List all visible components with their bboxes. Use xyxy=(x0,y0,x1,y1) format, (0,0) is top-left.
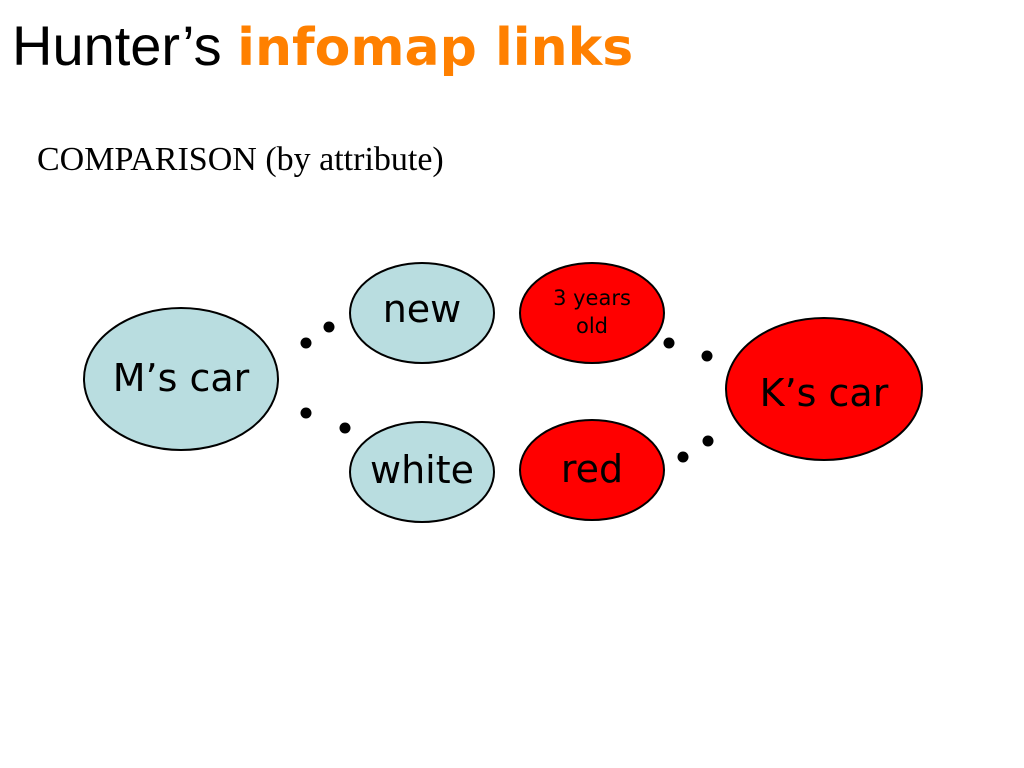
node-k-car-label: K’s car xyxy=(760,371,889,415)
node-m-car-label: M’s car xyxy=(113,356,250,400)
node-white: white xyxy=(349,421,495,523)
link-dot xyxy=(663,337,675,349)
node-three-years-old-shape xyxy=(519,262,665,364)
node-new-label: new xyxy=(383,287,462,331)
node-k-car: K’s car xyxy=(725,317,923,461)
node-three-years-old-label-line1: 3 years xyxy=(553,286,631,310)
link-dot xyxy=(702,435,714,447)
link-red-k-car xyxy=(677,435,714,463)
node-red-shape xyxy=(519,419,665,521)
node-m-car-shape xyxy=(83,307,279,451)
link-m-car-new xyxy=(300,321,335,349)
node-three-years-old-label-line2: old xyxy=(576,314,608,338)
slide-title: Hunter’s infomap links xyxy=(12,14,633,80)
link-dot xyxy=(339,422,351,434)
title-plain: Hunter’s xyxy=(12,14,222,77)
node-white-shape xyxy=(349,421,495,523)
node-red: red xyxy=(519,419,665,521)
node-m-car: M’s car xyxy=(83,307,279,451)
node-white-label: white xyxy=(370,448,474,492)
node-new: new xyxy=(349,262,495,364)
node-three-years-old: 3 years old xyxy=(519,262,665,364)
node-red-label: red xyxy=(561,447,623,491)
link-dot xyxy=(323,321,335,333)
link-three-years-old-k-car xyxy=(663,337,713,362)
node-k-car-shape xyxy=(725,317,923,461)
title-accent: infomap links xyxy=(237,18,634,78)
link-dot xyxy=(701,350,713,362)
slide-subtitle: COMPARISON (by attribute) xyxy=(37,141,444,178)
node-new-shape xyxy=(349,262,495,364)
link-dot xyxy=(300,407,312,419)
link-dot xyxy=(300,337,312,349)
link-m-car-white xyxy=(300,407,351,434)
link-dot xyxy=(677,451,689,463)
